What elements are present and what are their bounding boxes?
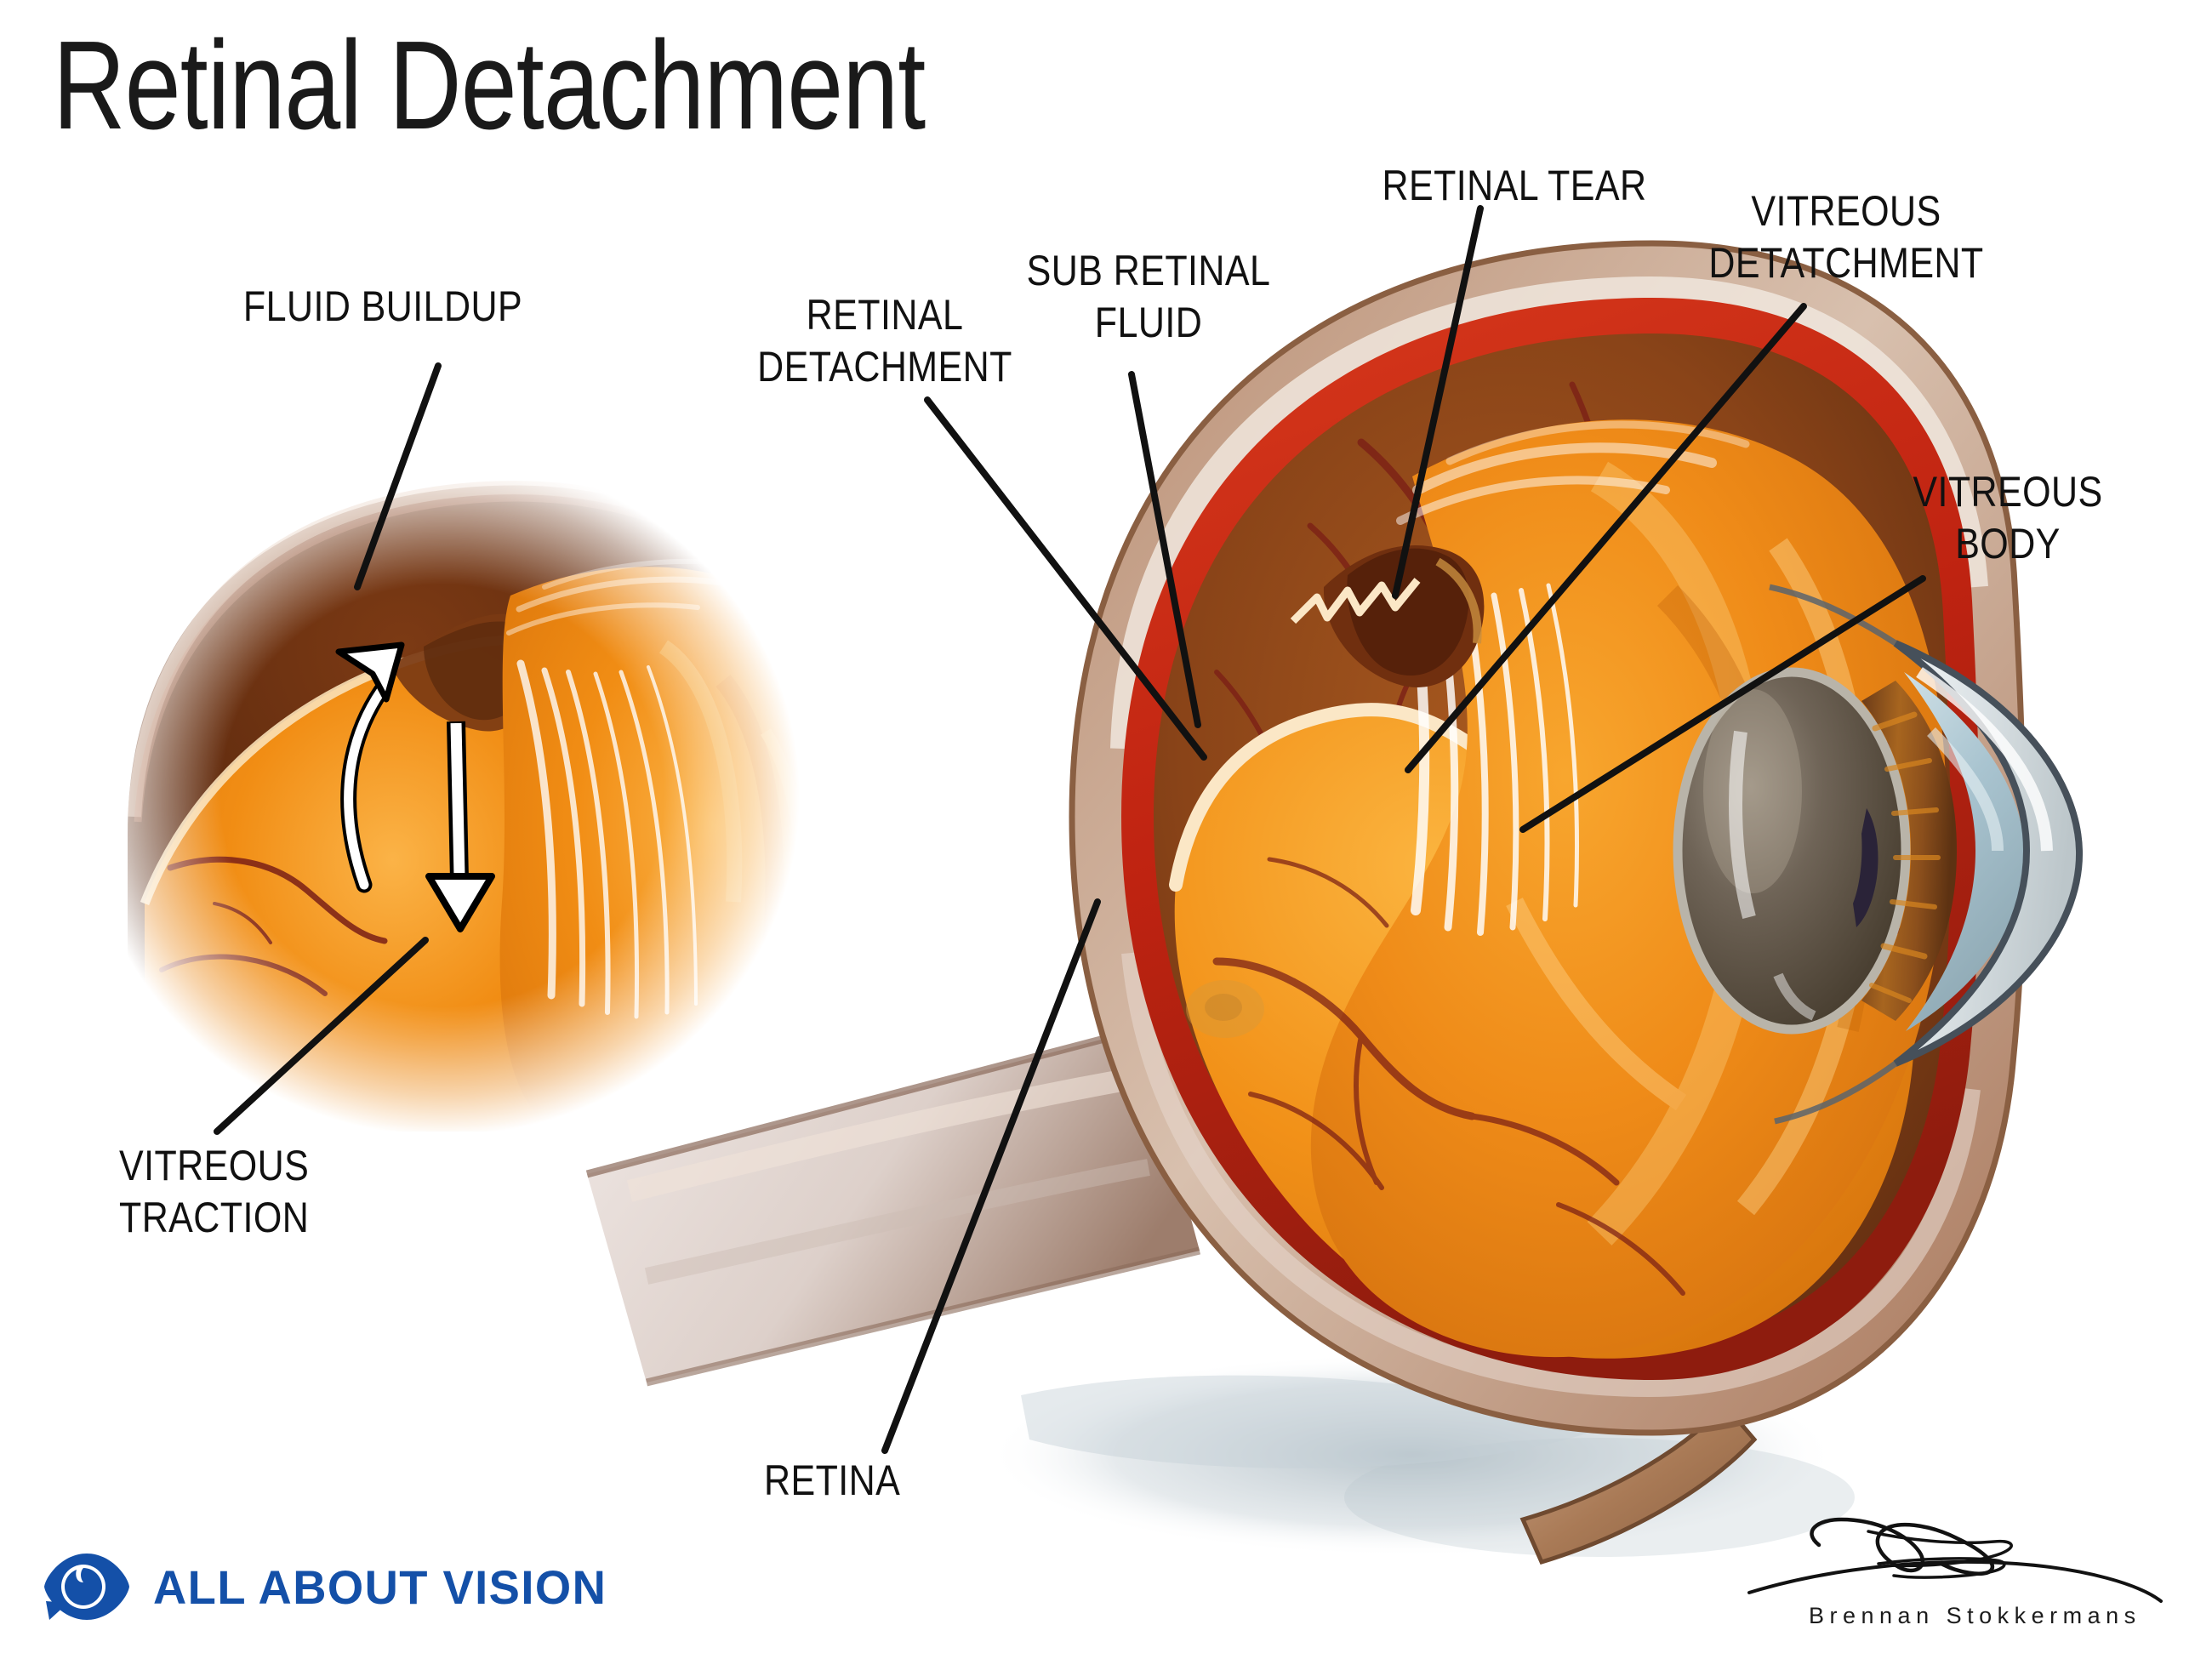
label-vitreous-body: VITREOUS BODY — [1913, 468, 2103, 567]
label-fluid-buildup: FLUID BUILDUP — [242, 282, 523, 330]
all-about-vision-logo[interactable]: ALL ABOUT VISION — [43, 1550, 621, 1623]
leader-sub-retinal-fluid — [1128, 371, 1201, 728]
fluid-buildup-arrow — [335, 641, 405, 893]
leader-vitreous-body — [1519, 575, 1926, 833]
inset-retinal-tear-detail — [128, 481, 888, 1142]
label-retina: RETINA — [764, 1457, 901, 1504]
leader-retina — [881, 898, 1101, 1454]
artist-signature-mark — [1747, 1517, 2163, 1603]
eye-icon — [44, 1554, 129, 1620]
crystalline-lens — [1673, 667, 1911, 1035]
retinal-tear — [1290, 545, 1485, 687]
leader-retinal-tear — [1392, 205, 1484, 599]
label-sub-retinal-fluid: SUB RETINAL FLUID — [1026, 247, 1271, 346]
extraocular-muscle-inferior — [1519, 1402, 1758, 1565]
limbus-outline — [1769, 584, 1898, 1125]
label-retinal-tear: RETINAL TEAR — [1382, 162, 1647, 209]
logo-text: ALL ABOUT VISION — [153, 1559, 607, 1614]
leader-vitreous-traction — [214, 937, 429, 1135]
callout-leader-lines — [214, 205, 1926, 1454]
label-vitreous-traction: VITREOUS TRACTION — [119, 1142, 310, 1241]
leader-vitreous-detachment — [1405, 303, 1807, 773]
label-retinal-detachment: RETINAL DETACHMENT — [757, 291, 1012, 391]
vitreous-traction-arrow — [425, 721, 495, 932]
anterior-chamber — [1904, 672, 2026, 1031]
label-vitreous-detachment: VITREOUS DETATCHMENT — [1708, 187, 1984, 287]
optic-nerve — [585, 1025, 1201, 1387]
page-title: Retinal Detachment — [53, 15, 926, 156]
leader-retinal-detachment — [924, 396, 1207, 761]
leader-fluid-buildup — [354, 362, 442, 590]
artist-name: Brennan Stokkermans — [1809, 1603, 2141, 1628]
iris — [1853, 681, 1957, 1021]
cornea — [1893, 640, 2084, 1067]
